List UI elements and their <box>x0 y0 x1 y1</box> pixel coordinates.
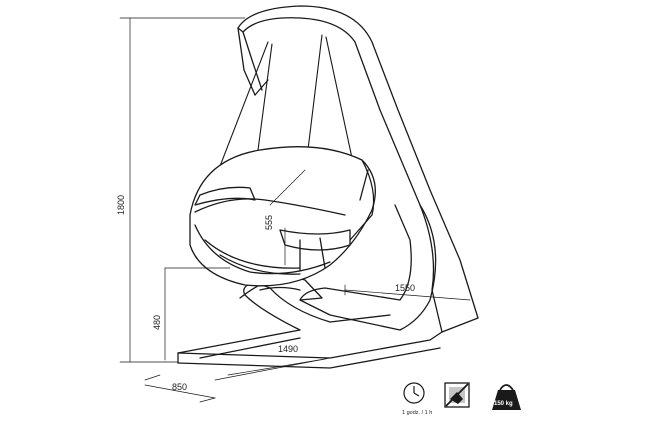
dim-label-base-width: 850 <box>172 382 187 392</box>
dim-label-base-depth: 1550 <box>395 283 415 293</box>
dim-label-height-total: 1800 <box>116 195 126 215</box>
weight-icon-label: 150 kg <box>494 401 513 407</box>
dim-label-base-length: 1490 <box>278 344 298 354</box>
chair-bowl <box>189 146 376 287</box>
weight-icon: 150 kg <box>492 384 521 410</box>
clock-icon <box>403 382 425 404</box>
clock-icon-caption: 1 godz. / 1 h <box>402 410 432 416</box>
no-self-assembly-icon <box>444 382 470 408</box>
frame <box>237 5 479 333</box>
dim-label-seat-depth: 555 <box>264 215 274 230</box>
base-frame <box>177 276 443 369</box>
dimension-lines <box>119 17 471 403</box>
dim-label-seat-height: 480 <box>152 315 162 330</box>
